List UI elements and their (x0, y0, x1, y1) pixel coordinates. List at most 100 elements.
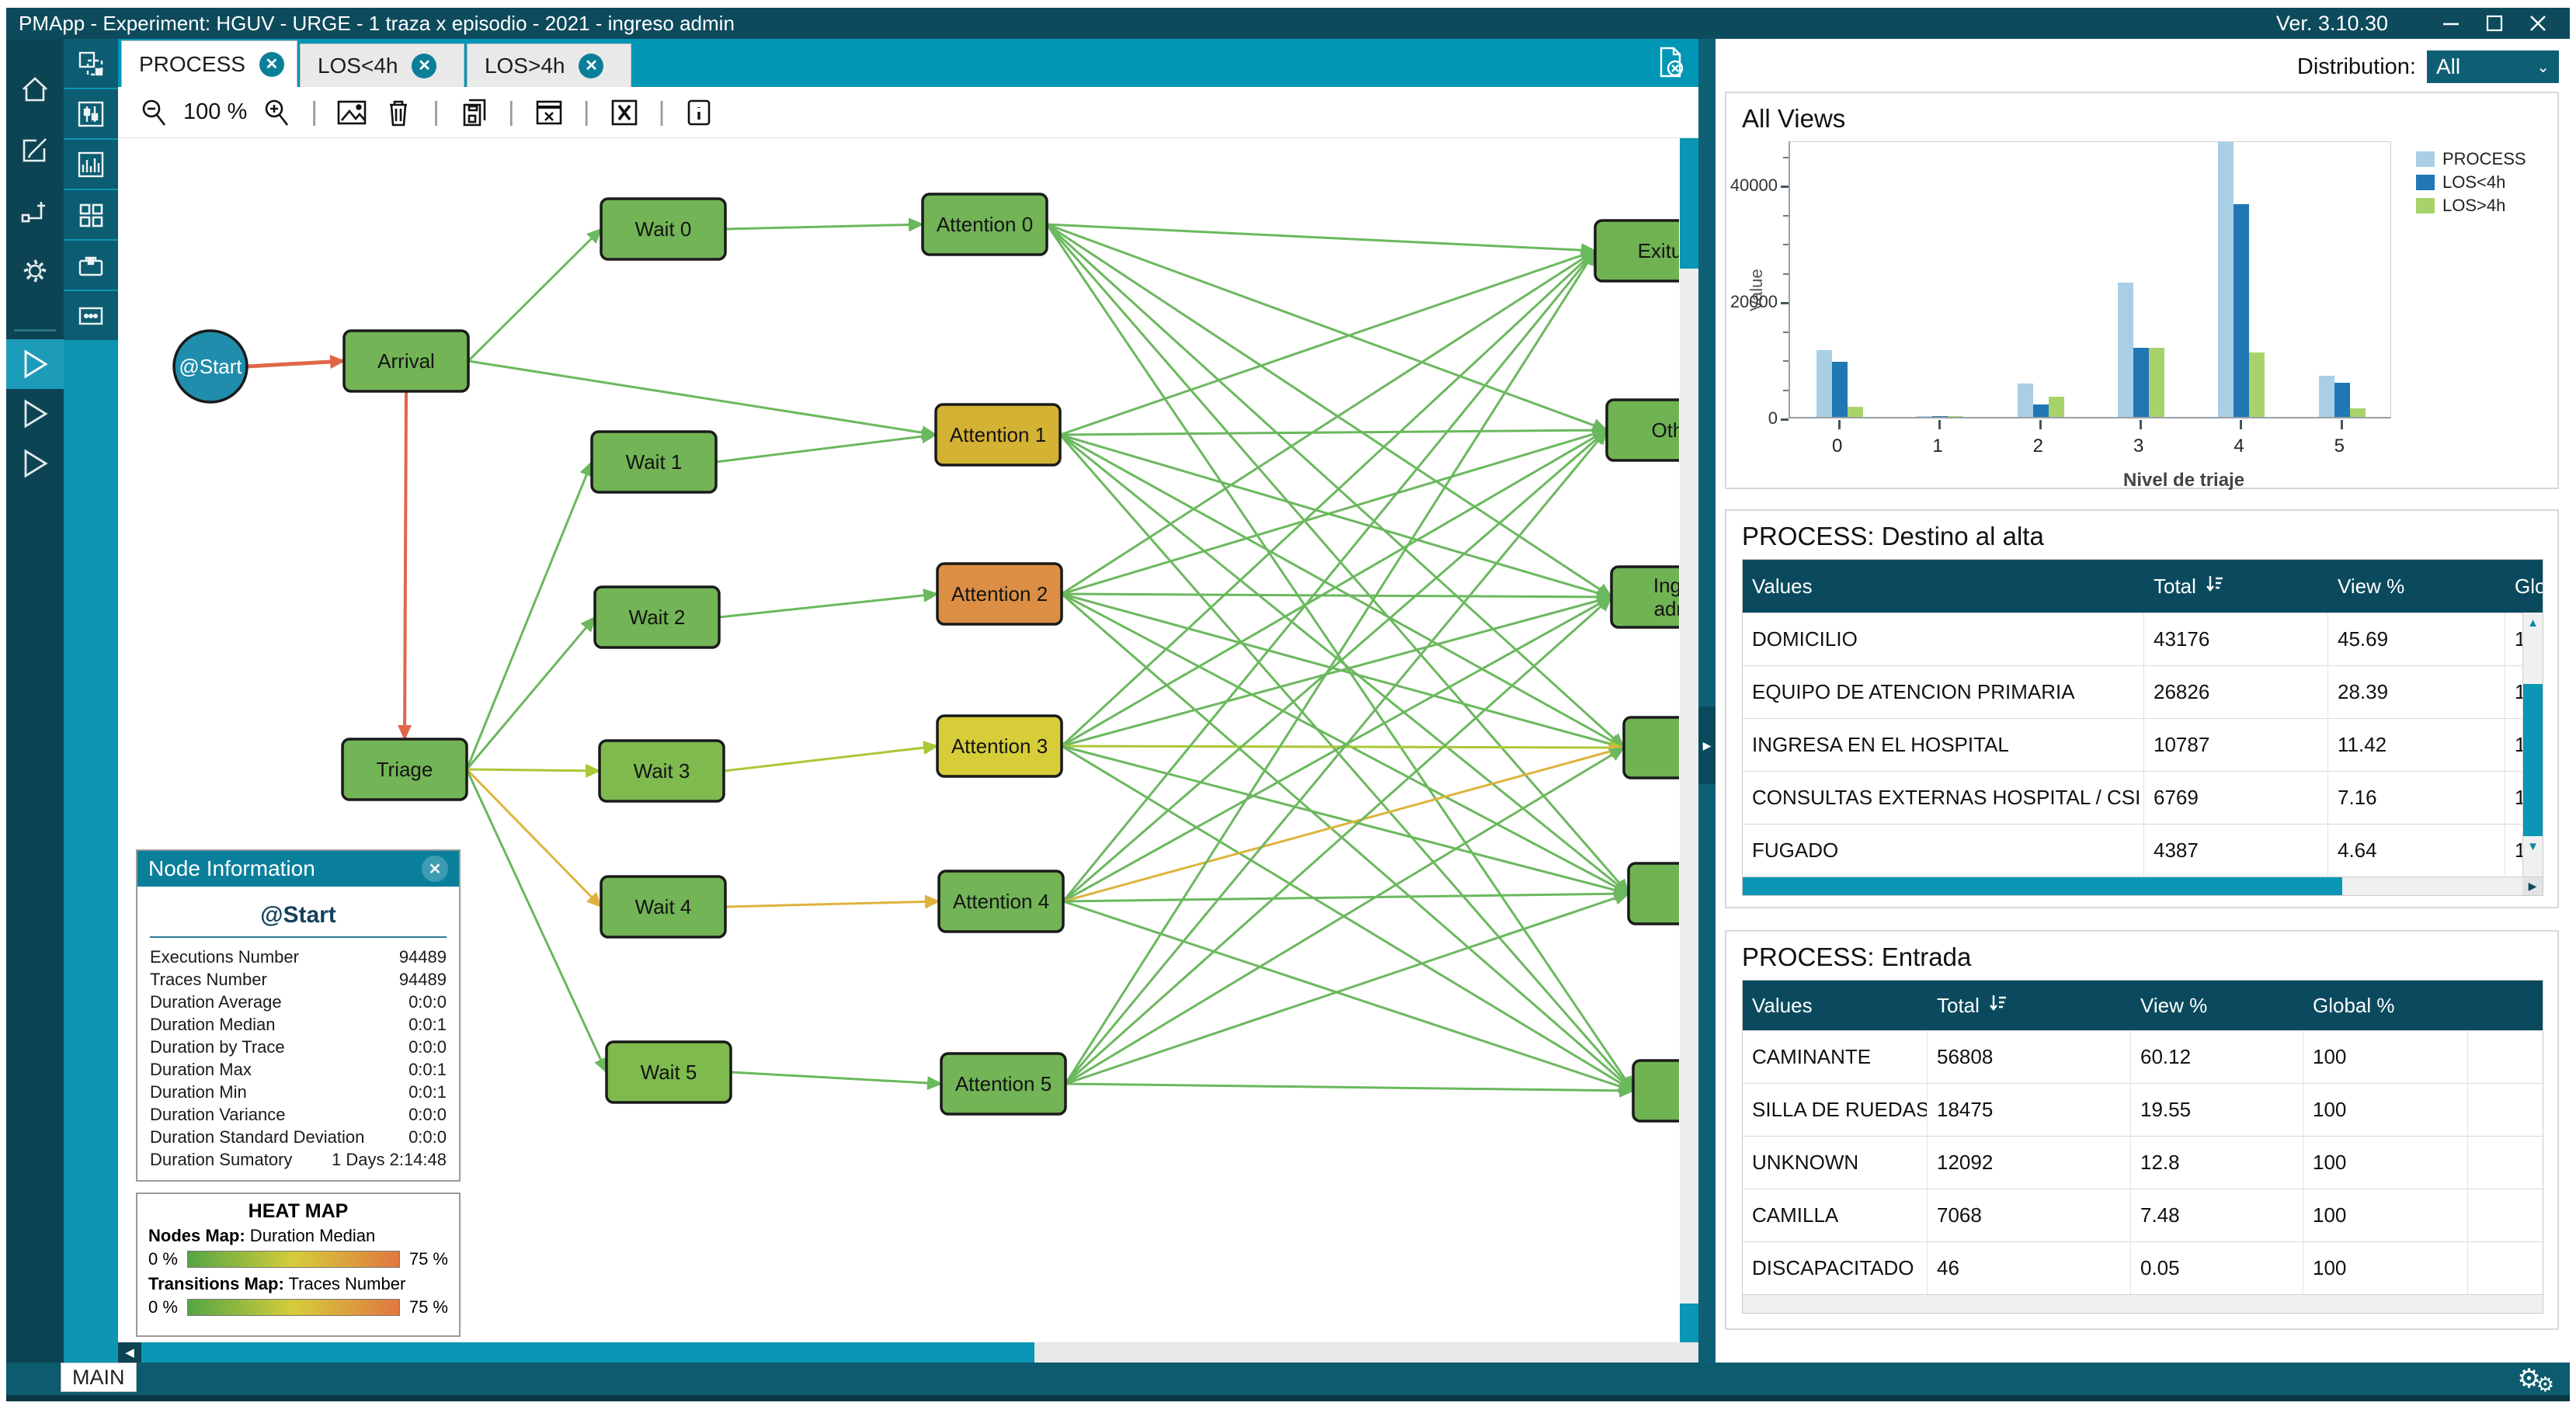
view-tab-los>4h[interactable]: LOS>4h✕ (466, 43, 631, 87)
diagram-node-ho[interactable]: Ho (1622, 716, 1679, 779)
settings-gear-icon[interactable] (6, 241, 64, 301)
scrollbar-thumb[interactable] (1680, 138, 1698, 269)
column-header[interactable]: Values (1752, 993, 1813, 1017)
view-tab-process[interactable]: PROCESS✕ (121, 40, 297, 87)
view-tab-los<4h[interactable]: LOS<4h✕ (299, 43, 464, 87)
diagram-node-triage[interactable]: Triage (341, 738, 468, 801)
run-view-button-active[interactable] (6, 339, 64, 389)
column-header[interactable]: Total (1928, 993, 2131, 1019)
minimize-button[interactable] (2433, 10, 2469, 36)
tab-close-icon[interactable]: ✕ (259, 51, 284, 77)
diagram-node-attention2[interactable]: Attention 2 (936, 562, 1063, 626)
scroll-left-arrow-icon[interactable]: ◀ (118, 1342, 141, 1363)
column-header[interactable]: Global % (2515, 574, 2543, 598)
close-button[interactable] (2520, 10, 2556, 36)
diagram-node-attention4[interactable]: Attention 4 (937, 870, 1065, 933)
distribution-label: Distribution: (2296, 54, 2416, 79)
main-tab[interactable]: MAIN (61, 1363, 137, 1392)
save-diagram-icon[interactable] (457, 95, 491, 130)
diagram-node-attention3[interactable]: Attention 3 (936, 714, 1063, 778)
zoom-out-icon[interactable] (137, 95, 171, 130)
add-trace-icon[interactable] (6, 180, 64, 241)
run-view-button-3[interactable] (6, 439, 64, 488)
diagram-node-attention5[interactable]: Attention 5 (940, 1052, 1067, 1116)
clear-x-icon[interactable] (607, 95, 641, 130)
diagram-node-wait4[interactable]: Wait 4 (600, 875, 727, 939)
data-table: Values Total View % Global % DOMICILIO431764… (1742, 559, 2543, 896)
diagram-node-arrival[interactable]: Arrival (342, 329, 470, 393)
scrollbar-thumb[interactable] (141, 1342, 1034, 1363)
splitter-collapse-icon[interactable]: ▶ (1698, 706, 1716, 784)
statistics-chart-icon[interactable] (64, 140, 118, 190)
sort-descending-icon[interactable] (1987, 993, 2008, 1019)
svg-text:Arrival: Arrival (377, 349, 435, 373)
close-icon[interactable]: ✕ (422, 856, 448, 882)
scroll-right-arrow-icon[interactable]: ▶ (2522, 877, 2543, 895)
diagram-node-wait0[interactable]: Wait 0 (600, 197, 727, 261)
table-horizontal-scrollbar[interactable]: ▶ (1743, 877, 2543, 895)
tab-close-icon[interactable]: ✕ (579, 53, 604, 78)
scrollbar-thumb[interactable] (2523, 684, 2543, 847)
diagram-node-volu[interactable]: Voludisc (1627, 862, 1679, 925)
diagram-node-wait2[interactable]: Wait 2 (593, 585, 721, 649)
info-icon[interactable] (682, 95, 716, 130)
process-model-icon[interactable] (64, 39, 118, 89)
edit-icon[interactable] (6, 120, 64, 180)
export-image-icon[interactable] (335, 95, 369, 130)
column-header[interactable]: Values (1752, 574, 1813, 598)
home-icon[interactable] (6, 59, 64, 120)
column-header[interactable]: Global % (2313, 993, 2395, 1017)
transitions-map-value: Traces Number (283, 1274, 406, 1293)
scrollbar-bottom-block[interactable] (1680, 1304, 1698, 1342)
close-window-table-icon[interactable] (532, 95, 566, 130)
diagram-node-wait3[interactable]: Wait 3 (598, 739, 725, 803)
diagram-node-other[interactable]: Other (1605, 398, 1679, 462)
bar-PROCESS-cat4 (2218, 142, 2234, 417)
diagram-node-attention0[interactable]: Attention 0 (921, 193, 1048, 256)
filters-sliders-icon[interactable] (64, 89, 118, 140)
scroll-up-arrow-icon[interactable]: ▲ (2523, 613, 2543, 633)
diagram-node-ingres[interactable]: Ingresadmin (1610, 565, 1679, 629)
diagram-node-adm[interactable]: Adm (1632, 1059, 1679, 1123)
sort-descending-icon[interactable] (2204, 574, 2224, 599)
diagram-node-attention1[interactable]: Attention 1 (934, 403, 1062, 467)
diagram-node-exitus[interactable]: Exitus (1594, 219, 1679, 283)
scroll-down-arrow-icon[interactable]: ▼ (2523, 836, 2543, 856)
canvas-vertical-scrollbar[interactable] (1680, 138, 1698, 1342)
maximize-button[interactable] (2477, 10, 2512, 36)
zoom-in-icon[interactable] (259, 95, 294, 130)
column-header[interactable]: View % (2338, 574, 2405, 598)
canvas-horizontal-scrollbar[interactable]: ◀ (118, 1342, 1698, 1363)
run-view-button-2[interactable] (6, 389, 64, 439)
bar-LOS<4h-cat1 (1932, 416, 1949, 417)
settings-gears-icon[interactable]: ⚙⚙ (2517, 1364, 2554, 1396)
table-vertical-scrollbar[interactable]: ▲▼ (2522, 613, 2543, 877)
close-report-icon[interactable] (1653, 45, 1688, 83)
x-tick-label: 0 (1832, 436, 1843, 457)
tab-close-icon[interactable]: ✕ (412, 53, 437, 78)
column-header[interactable]: Total (2144, 574, 2328, 599)
diagram-node-wait1[interactable]: Wait 1 (590, 430, 718, 494)
distribution-select[interactable]: All ⌄ (2427, 50, 2559, 83)
column-header[interactable]: View % (2140, 993, 2208, 1017)
diagram-node-wait5[interactable]: Wait 5 (605, 1040, 732, 1104)
delete-icon[interactable] (381, 95, 415, 130)
svg-text:Triage: Triage (377, 758, 433, 781)
panel-splitter[interactable]: ▶ (1698, 39, 1716, 1363)
diagram-node-start[interactable]: @Start (172, 329, 249, 404)
toolbox-icon[interactable] (64, 241, 118, 291)
dashboard-grid-icon[interactable] (64, 190, 118, 241)
more-options-icon[interactable] (64, 291, 118, 342)
